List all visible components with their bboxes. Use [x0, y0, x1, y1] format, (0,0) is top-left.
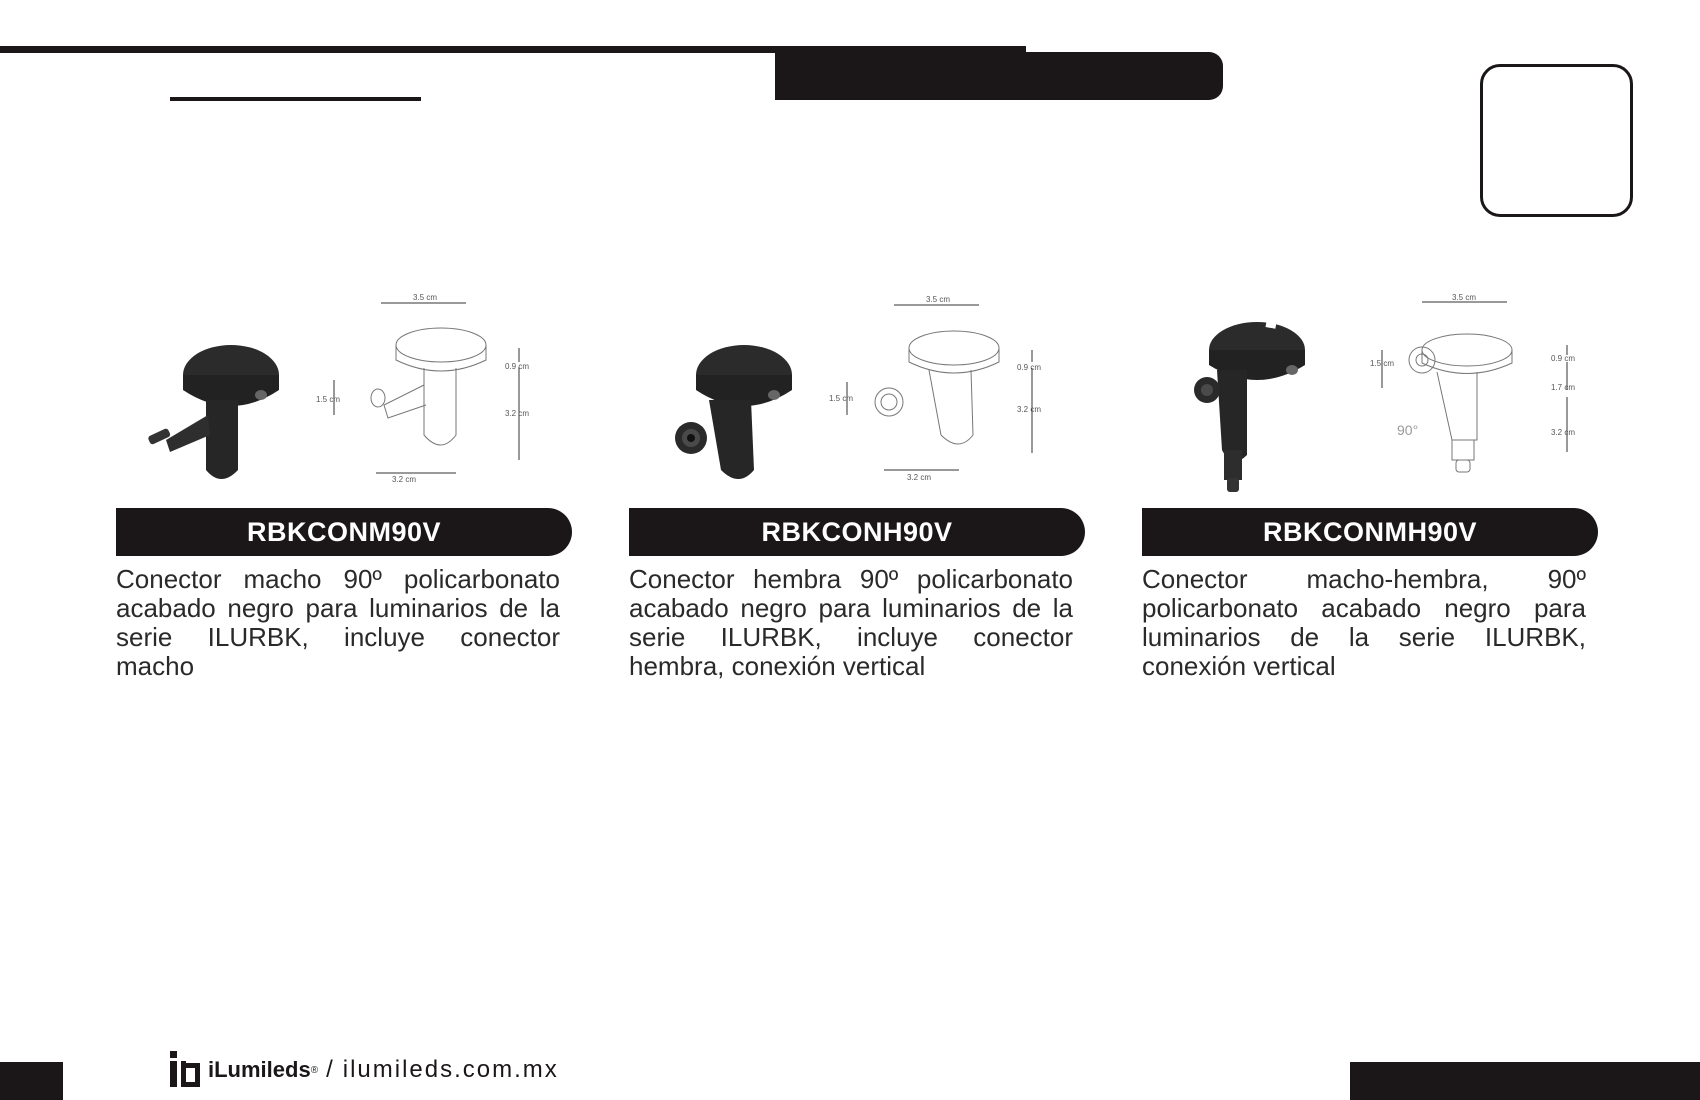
product-code: RBKCONMH90V: [1262, 516, 1478, 547]
dim-left: 1.5 cm: [316, 395, 340, 404]
title-underline: [170, 97, 421, 101]
footer-url[interactable]: ilumileds.com.mx: [342, 1056, 559, 1083]
footer-brand: iLumileds: [208, 1057, 311, 1082]
dim-bottom: 3.2 cm: [392, 475, 416, 484]
female-connector-photo: [675, 319, 792, 479]
top-rule: [0, 46, 1026, 53]
dim-top: 3.5 cm: [1452, 293, 1476, 302]
footer-separator: /: [326, 1056, 335, 1083]
male-female-connector-drawing: 3.5 cm 0.9 cm 1.7 cm 3.2 cm 1.5 cm 90°: [1370, 293, 1575, 473]
footer-logo: iLumileds ® / ilumileds.com.mx: [168, 1050, 559, 1090]
male-connector-photo: [148, 319, 279, 479]
footer-right-block: [1350, 1062, 1700, 1100]
product-code-bar: RBKCONH90V: [629, 508, 1085, 556]
dim-right-small: 0.9 cm: [1551, 354, 1575, 363]
male-female-connector-photo: [1194, 310, 1305, 492]
dim-top: 3.5 cm: [926, 295, 950, 304]
dim-bottom: 3.2 cm: [907, 473, 931, 482]
product-description: Conector macho 90º policarbonato acabado…: [116, 564, 560, 681]
product-description: Conector hembra 90º policarbonato acabad…: [629, 564, 1073, 681]
product-description: Conector macho-hembra, 90º policarbonato…: [1142, 564, 1586, 681]
male-connector-drawing: 3.5 cm 0.9 cm 3.2 cm 1.5 cm 3.2 cm: [316, 293, 529, 484]
product-code: RBKCONM90V: [246, 516, 442, 547]
dim-right-big: 3.2 cm: [1551, 428, 1575, 437]
dim-right-small: 0.9 cm: [1017, 363, 1041, 372]
header-pill: [775, 52, 1223, 100]
dim-right-big: 3.2 cm: [505, 409, 529, 418]
product-code: RBKCONH90V: [761, 516, 953, 547]
dim-right-small: 0.9 cm: [505, 362, 529, 371]
product-code-bar: RBKCONMH90V: [1142, 508, 1598, 556]
footer-brand-mark: ®: [310, 1064, 319, 1076]
corner-box: [1480, 64, 1633, 217]
dim-angle: 90°: [1397, 422, 1418, 438]
product-code-bar: RBKCONM90V: [116, 508, 572, 556]
dim-right-big: 3.2 cm: [1017, 405, 1041, 414]
dim-left: 1.5 cm: [829, 394, 853, 403]
female-connector-drawing: 3.5 cm 0.9 cm 3.2 cm 1.5 cm 3.2 cm: [829, 295, 1041, 482]
dim-left: 1.5 cm: [1370, 359, 1394, 368]
ilumileds-logo-icon: [170, 1051, 200, 1087]
footer-left-block: [0, 1062, 63, 1100]
dim-top: 3.5 cm: [413, 293, 437, 302]
dim-right-mid: 1.7 cm: [1551, 383, 1575, 392]
